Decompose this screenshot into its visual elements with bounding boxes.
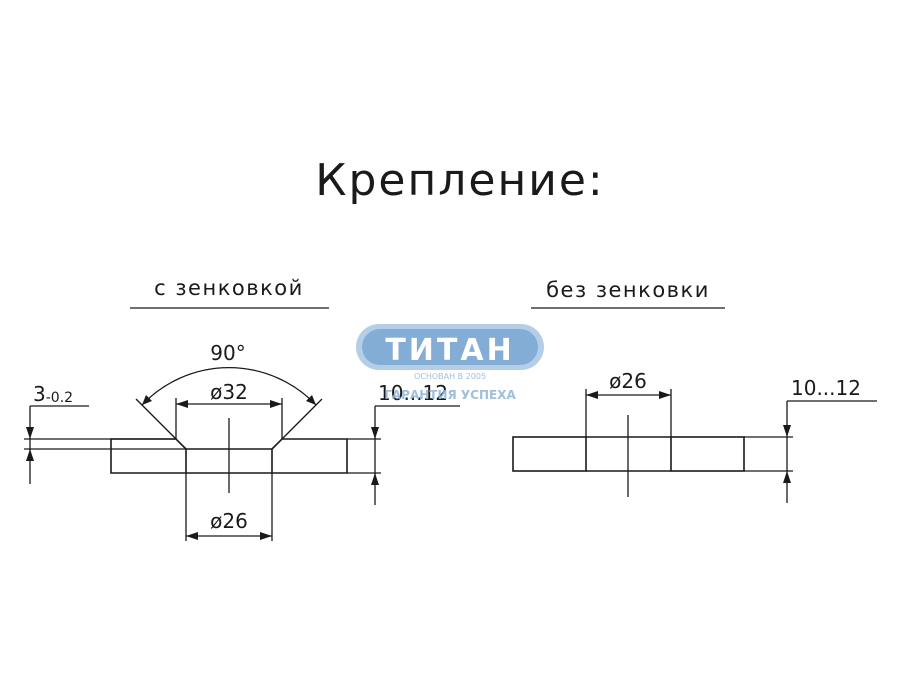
angle-dimension: 90°	[135, 341, 323, 440]
left-view-countersunk: с зенковкой 90° ø32	[24, 276, 460, 541]
page-title: Крепление:	[315, 155, 604, 206]
watermark-brand: ТИТАН	[385, 333, 514, 368]
left-hole-label: ø26	[210, 509, 248, 533]
outer-diameter-dimension: ø32	[175, 380, 283, 439]
right-thickness-label: 10...12	[791, 376, 861, 400]
watermark-founded: ОСНОВАН В 2005	[414, 372, 486, 381]
outer-diameter-label: ø32	[210, 380, 248, 404]
right-thickness-dimension: 10...12	[744, 376, 877, 503]
left-thickness-dimension: 10...12	[347, 381, 460, 505]
countersink-depth-dimension: 3-0.2	[24, 382, 186, 484]
left-caption: с зенковкой	[154, 276, 304, 300]
left-hole-diameter-dimension: ø26	[185, 473, 273, 541]
right-hole-label: ø26	[609, 369, 647, 393]
right-view-plain: без зенковки ø26 10...12	[512, 278, 877, 503]
left-thickness-label: 10...12	[378, 381, 448, 405]
countersink-depth-label: 3-0.2	[33, 382, 73, 406]
right-hole-diameter-dimension: ø26	[585, 369, 672, 437]
titan-watermark: ТИТАН ОСНОВАН В 2005 ГАРАНТИЯ УСПЕХА	[356, 324, 544, 402]
watermark-slogan: ГАРАНТИЯ УСПЕХА	[384, 388, 516, 402]
right-caption: без зенковки	[546, 278, 710, 302]
angle-label: 90°	[210, 341, 245, 365]
